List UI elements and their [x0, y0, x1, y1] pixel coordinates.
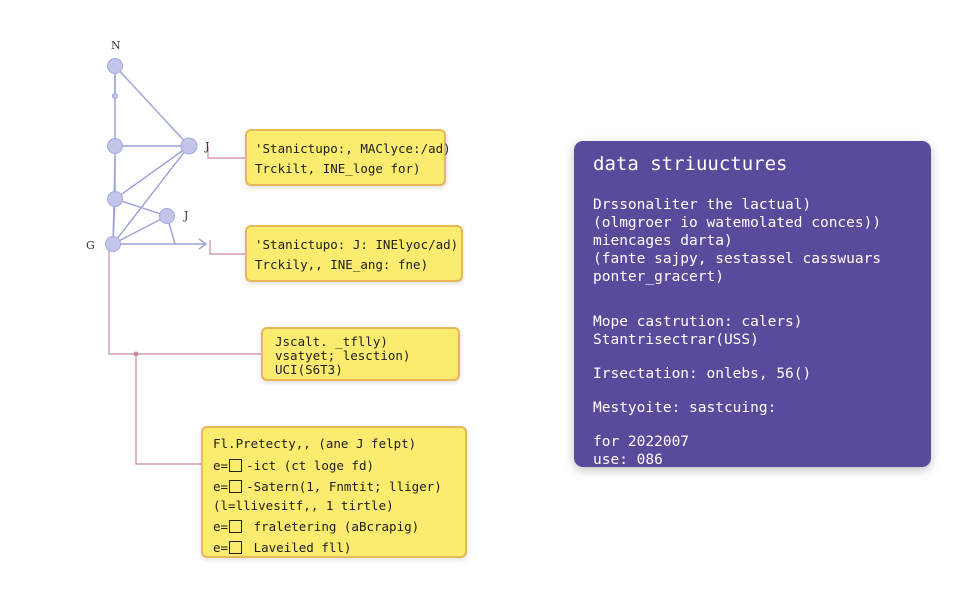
- panel-line: Mestyoite: sastcuing:: [593, 400, 777, 416]
- checkbox[interactable]: [229, 459, 243, 472]
- checklist-item: e= fraletering (aBcrapig): [213, 517, 455, 536]
- checklist-note: Fl.Pretecty,, (ane J felpt) e= -ict (ct l…: [201, 426, 467, 558]
- checklist-prefix: e=: [213, 479, 229, 494]
- checklist-text: -Satern(1, Fnmtit; lliger): [246, 479, 442, 494]
- connector: [135, 354, 202, 465]
- panel-line: Drssonaliter the lactual): [593, 197, 812, 213]
- arrowhead: [198, 238, 208, 250]
- note-line: vsatyet; lesction): [275, 348, 411, 363]
- sticky-note: Jscalt. _tflly) vsatyet; lesction) UCI(S…: [261, 327, 460, 381]
- info-panel: data striuuctures Drssonaliter the lactu…: [574, 141, 931, 469]
- sticky-note: 'Stanictupo: J: INElyoc/ad) Trckily,, IN…: [245, 225, 463, 282]
- panel-line: Stantrisectrar(USS): [593, 332, 759, 348]
- edge: [114, 198, 168, 217]
- sticky-note: 'Stanictupo:, MAClyce:/ad) Trckilt, INE_…: [245, 129, 451, 186]
- tree-node: [107, 58, 123, 74]
- checklist-prefix: e=: [213, 519, 229, 534]
- panel-line: Irsectation: onlebs, 56(): [593, 366, 812, 382]
- tree-node: [107, 138, 123, 154]
- note-line: Jscalt. _tflly): [275, 334, 388, 349]
- checkbox[interactable]: [229, 520, 243, 533]
- checklist-prefix: e=: [213, 458, 229, 473]
- panel-block-usage: for 2022007 use: 086: [593, 433, 912, 469]
- node-label: N: [111, 39, 121, 52]
- note-line: Trckily,, INE_ang: fne): [255, 257, 429, 272]
- panel-block-construction: Mope castrution: calers) Stantrisectrar(…: [593, 313, 912, 349]
- tree-node-small: [112, 93, 118, 99]
- checkbox[interactable]: [229, 541, 243, 554]
- note-line: UCI(S6T3): [275, 362, 343, 377]
- checklist-text: (l=llivesitf,, 1 tirtle): [213, 498, 394, 513]
- panel-line: use: 086: [593, 452, 663, 468]
- connector: [209, 240, 246, 255]
- note-line: 'Stanictupo:, MAClyce:/ad): [255, 141, 451, 156]
- panel-line: for 2022007: [593, 434, 690, 450]
- checklist-item: e= Laveiled fll): [213, 538, 455, 557]
- connector-dot: [133, 351, 139, 357]
- checklist-item: e= -Satern(1, Fnmtit; lliger): [213, 477, 455, 496]
- note-line: Trckilt, INE_loge for): [255, 161, 421, 176]
- edge: [112, 215, 168, 245]
- panel-line: (olmgroer io watemolated conces)): [593, 215, 882, 231]
- checklist-continuation: (l=llivesitf,, 1 tirtle): [213, 496, 455, 515]
- node-label: G: [86, 239, 95, 252]
- edge: [114, 145, 190, 200]
- panel-line: (fante sajpy, sestassel casswuars: [593, 251, 882, 267]
- tree-node: [180, 137, 198, 155]
- panel-block-description: Drssonaliter the lactual) (olmgroer io w…: [593, 196, 912, 286]
- connector: [108, 250, 262, 355]
- tree-node: [107, 191, 123, 207]
- panel-line: ponter_gracert): [593, 269, 724, 285]
- panel-line: Mope castrution: calers): [593, 314, 803, 330]
- panel-title: data striuuctures: [593, 153, 788, 175]
- tree-node: [105, 236, 121, 252]
- node-label: J: [184, 209, 189, 222]
- panel-line: miencages darta): [593, 233, 733, 249]
- checkbox[interactable]: [229, 480, 243, 493]
- note-line: 'Stanictupo: J: INElyoc/ad): [255, 237, 459, 252]
- checklist-heading: Fl.Pretecty,, (ane J felpt): [213, 436, 417, 451]
- tree-node: [159, 208, 175, 224]
- edge: [114, 65, 190, 147]
- checklist-item: e= -ict (ct loge fd): [213, 456, 455, 475]
- node-label: J: [205, 140, 210, 153]
- checklist-text: Laveiled fll): [246, 540, 352, 555]
- connector: [207, 146, 246, 159]
- checklist-text: -ict (ct loge fd): [246, 458, 374, 473]
- checklist-text: fraletering (aBcrapig): [246, 519, 420, 534]
- checklist-prefix: e=: [213, 540, 229, 555]
- edge: [112, 145, 190, 245]
